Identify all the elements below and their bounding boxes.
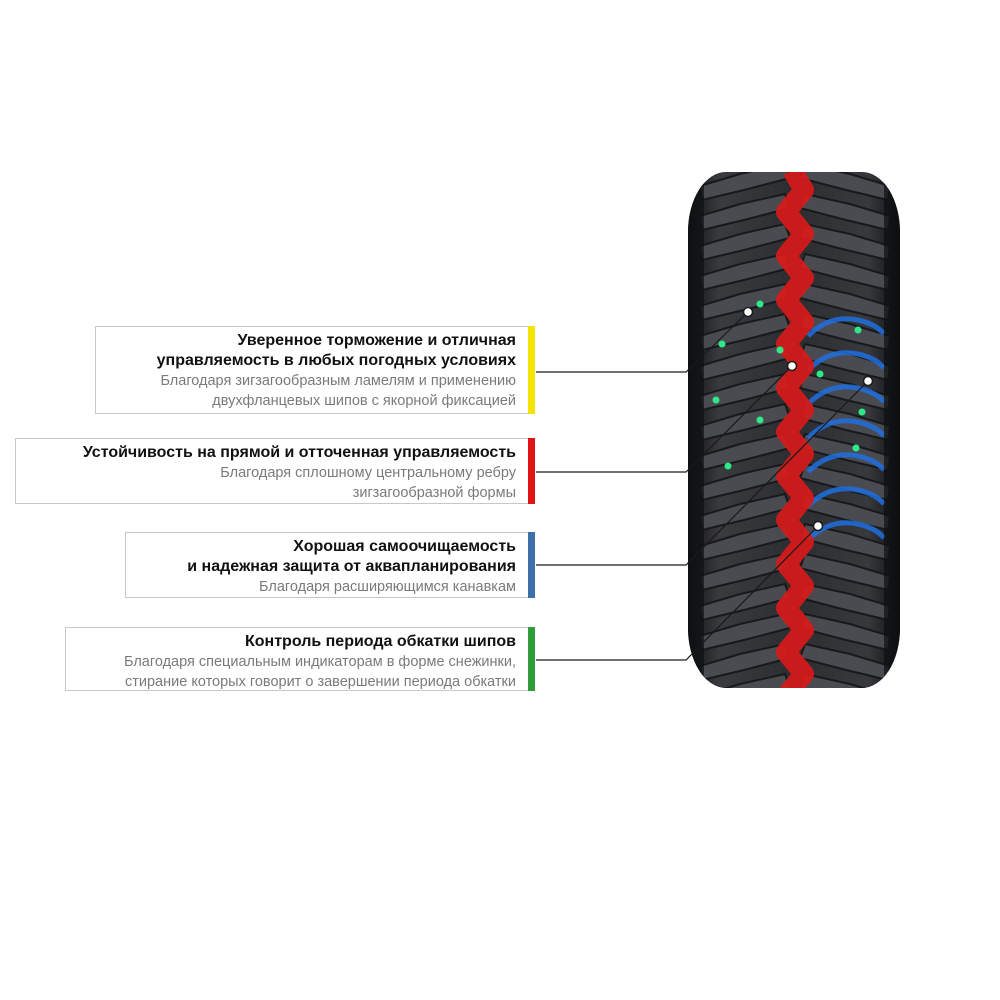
leader-line	[536, 525, 819, 661]
central-rib-highlight	[776, 172, 814, 688]
feature-self-cleaning-description: Благодаря расширяющимся канавкам	[259, 579, 516, 595]
tire-shoulder-right	[884, 172, 900, 688]
tread-block	[798, 672, 892, 688]
leader-line	[536, 380, 869, 566]
feature-stud-wear-indicator-color-bar	[528, 627, 535, 691]
feature-stud-wear-indicator: Контроль периода обкатки шипов Благодаря…	[65, 627, 535, 691]
stud-indicator	[852, 444, 860, 452]
stud-indicator	[858, 408, 866, 416]
stud-indicator	[776, 346, 784, 354]
tire-shoulder-left	[688, 172, 704, 688]
feature-stud-wear-indicator-description: Благодаря специальным индикаторам в форм…	[123, 654, 516, 690]
stud-indicator	[712, 396, 720, 404]
stud-indicator	[854, 326, 862, 334]
leader-line	[536, 311, 749, 373]
stud-indicator	[816, 370, 824, 378]
feature-stability: Устойчивость на прямой и отточенная упра…	[15, 438, 535, 504]
feature-stability-title: Устойчивость на прямой и отточенная упра…	[82, 444, 516, 461]
feature-stability-description: Благодаря сплошному центральному ребру з…	[220, 465, 516, 501]
stud-indicator	[756, 300, 764, 308]
leader-dot	[786, 360, 798, 372]
feature-self-cleaning: Хорошая самоочищаемость и надежная защит…	[125, 532, 535, 598]
feature-stability-color-bar	[528, 438, 535, 504]
leader-dot	[742, 306, 754, 318]
feature-self-cleaning-title: Хорошая самоочищаемость и надежная защит…	[187, 538, 516, 575]
expanding-groove-highlight	[806, 316, 886, 542]
leader-dot	[812, 520, 824, 532]
feature-self-cleaning-color-bar	[528, 532, 535, 598]
leader-line	[536, 365, 793, 473]
feature-braking-description: Благодаря зигзагообразным ламелям и прим…	[160, 373, 516, 409]
leader-dot	[862, 375, 874, 387]
feature-braking: Уверенное торможение и отличная управляе…	[95, 326, 535, 414]
stud-indicator	[724, 462, 732, 470]
stud-indicator	[718, 340, 726, 348]
feature-stud-wear-indicator-title: Контроль периода обкатки шипов	[245, 633, 516, 650]
stud-indicator	[756, 416, 764, 424]
feature-braking-color-bar	[528, 326, 535, 414]
feature-braking-title: Уверенное торможение и отличная управляе…	[156, 332, 516, 369]
tread-block	[698, 672, 792, 688]
